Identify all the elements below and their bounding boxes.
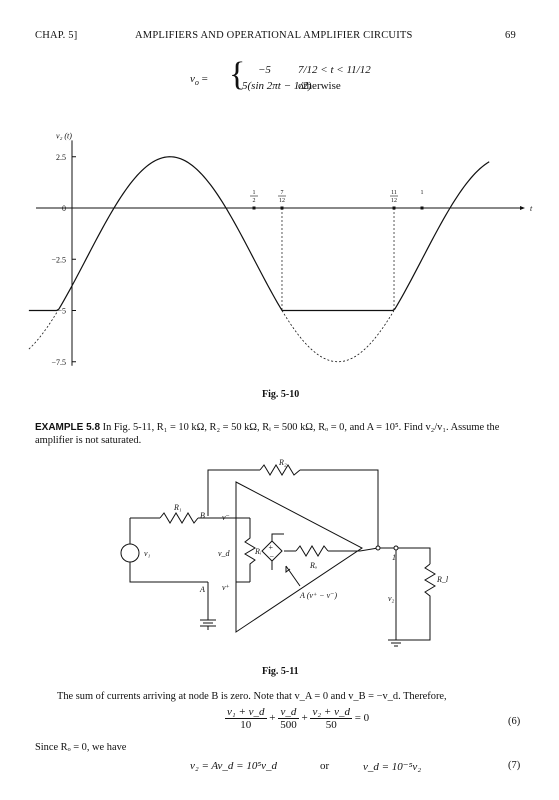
op-amp-circuit: R₂ R₁ B v⁻ v⁺ v_d v₁ Rᵢ Rₒ A A (v⁺ − v⁻)… — [120, 458, 449, 647]
rl-bottom-wire — [396, 606, 431, 641]
eq7-left: v₂ = Av_d = 10⁵v_d — [190, 760, 278, 772]
since-text: Since Rₒ = 0, we have — [35, 742, 127, 753]
ri-resistor — [244, 518, 256, 582]
label-one: 1 — [392, 553, 396, 562]
label-v-plus: v⁺ — [222, 583, 230, 592]
example-text: In Fig. 5-11, R₁ = 10 kΩ, R₂ = 50 kΩ, Rᵢ… — [35, 422, 500, 446]
label-node-a: A — [199, 585, 205, 594]
y-tick-label: −2.5 — [51, 255, 66, 264]
y-tick-label: −5 — [57, 307, 66, 316]
page-number: 69 — [505, 30, 516, 41]
label-v-minus: v⁻ — [222, 513, 230, 522]
equals-sign: = — [201, 73, 208, 85]
eq7-right: v_d = 10⁻⁵v₂ — [363, 761, 422, 773]
label-node-b: B — [200, 511, 205, 520]
y-tick-label: 2.5 — [56, 153, 66, 162]
label-dep-source: A (v⁺ − v⁻) — [299, 591, 337, 600]
r1-resistor — [159, 512, 199, 524]
eq6-frac1-num: v₁ + v_d — [225, 706, 267, 719]
dep-source-arrowhead — [285, 566, 291, 573]
label-vd: v_d — [218, 549, 231, 558]
rl-resistor — [424, 563, 436, 606]
case2-condition: otherwise — [298, 80, 341, 92]
x-axis-arrow — [520, 206, 525, 210]
dashed-curve-trough — [281, 310, 395, 363]
label-r2: R₂ — [278, 458, 287, 467]
fig-5-11-caption: Fig. 5-11 — [262, 666, 299, 677]
terminal-1 — [393, 545, 399, 551]
example-label: EXAMPLE 5.8 — [35, 422, 101, 433]
label-r1: R₁ — [173, 503, 182, 512]
eq6-frac3-num: v₂ + v_d — [310, 706, 352, 719]
x-tick-label-num: 1 — [421, 190, 424, 196]
x-axis-label: t — [530, 204, 533, 213]
chapter-label: CHAP. 5] — [35, 30, 78, 41]
label-v1: v₁ — [144, 549, 151, 558]
label-ri: Rᵢ — [254, 547, 261, 556]
x-tick — [252, 206, 256, 210]
case1-value: −5 — [258, 64, 271, 76]
r2-resistor — [259, 464, 301, 476]
dep-source-top-wire — [271, 533, 284, 541]
solid-output-curve — [28, 156, 490, 312]
lhs-symbol: v — [190, 73, 195, 85]
op-amp-triangle — [235, 481, 363, 633]
x-tick-label-num: 1 — [253, 190, 256, 196]
eq7-or: or — [320, 760, 330, 772]
case1-condition: 7/12 < t < 11/12 — [298, 64, 371, 76]
piecewise-lhs: vo = — [190, 73, 208, 87]
x-tick-label-num: 11 — [391, 190, 397, 196]
x-tick-label-den: 12 — [391, 198, 397, 204]
ro-resistor — [295, 545, 329, 557]
y-tick-label: 0 — [62, 204, 66, 213]
eq6-frac2-num: v_d — [278, 706, 299, 719]
y-tick-label: −7.5 — [51, 358, 66, 367]
output-node — [375, 545, 381, 551]
source-loop-wire — [129, 518, 208, 583]
voltage-source — [120, 543, 140, 563]
label-ro: Rₒ — [309, 561, 318, 570]
label-rl: R_l — [436, 575, 449, 584]
sum-of-currents-text: The sum of currents arriving at node B i… — [57, 691, 447, 702]
output-wire — [378, 547, 431, 564]
x-tick — [420, 206, 424, 210]
label-minus: − — [269, 552, 274, 561]
brace: { — [229, 56, 246, 93]
y-axis-label: v₂ (t) — [56, 131, 72, 140]
eq6-number: (6) — [508, 716, 521, 727]
ro-right-wire — [328, 547, 379, 552]
feedback-wire-left — [207, 469, 260, 516]
running-title: AMPLIFIERS AND OPERATIONAL AMPLIFIER CIR… — [135, 30, 413, 41]
eq6-frac1-den: 10 — [240, 719, 252, 731]
x-tick-label-den: 12 — [279, 198, 285, 204]
lhs-sub: o — [194, 78, 199, 88]
case2-value: 5(sin 2πt − 1/2) — [242, 80, 312, 92]
feedback-wire-right — [300, 469, 379, 548]
example-paragraph: EXAMPLE 5.8 In Fig. 5-11, R₁ = 10 kΩ, R₂… — [35, 421, 530, 447]
dep-source-arrow — [285, 565, 301, 587]
eq6-rhs: = 0 — [354, 712, 370, 725]
dashed-curve-left — [28, 310, 59, 350]
x-tick-label-den: 2 — [253, 198, 256, 204]
fig-5-10-caption: Fig. 5-10 — [262, 389, 300, 400]
label-v2: v₂ — [388, 594, 395, 603]
eq7-number: (7) — [508, 760, 521, 771]
label-plus: + — [268, 543, 273, 552]
eq6-frac3-den: 50 — [325, 719, 337, 731]
eq6-frac2-den: 500 — [280, 719, 297, 731]
x-tick-label-num: 7 — [280, 190, 283, 196]
